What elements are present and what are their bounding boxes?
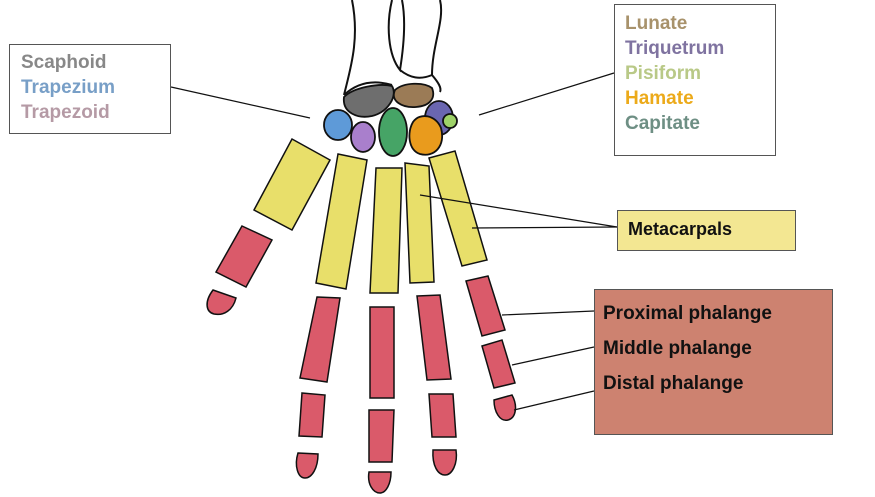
metacarpal-4 bbox=[405, 163, 434, 283]
leader-line-right-box bbox=[479, 73, 614, 115]
metacarpal-2 bbox=[316, 154, 367, 289]
carpal-trapezium bbox=[324, 110, 352, 140]
leader-line-left-box bbox=[171, 87, 310, 118]
little-proximal-phalanx bbox=[466, 276, 505, 336]
middle-proximal-phalanx bbox=[370, 307, 394, 398]
leader-line-metacarpals-lower bbox=[472, 227, 617, 228]
middle-middle-phalanx bbox=[369, 410, 394, 462]
metacarpals-label-box: Metacarpals bbox=[617, 210, 796, 251]
radius-outline bbox=[344, 0, 441, 95]
ring-middle-phalanx bbox=[429, 394, 456, 437]
carpal-hamate bbox=[409, 116, 442, 155]
label-lunate: Lunate bbox=[625, 11, 775, 36]
leader-line-proximal bbox=[502, 311, 594, 315]
label-capitate: Capitate bbox=[625, 111, 775, 136]
carpal-capitate bbox=[379, 108, 407, 156]
ring-proximal-phalanx bbox=[417, 295, 451, 380]
index-distal-phalanx bbox=[296, 453, 318, 478]
leader-line-distal bbox=[514, 391, 594, 410]
carpal-trapezoid bbox=[351, 122, 375, 152]
label-distal-phalange: Distal phalange bbox=[603, 366, 832, 401]
index-proximal-phalanx bbox=[300, 297, 340, 382]
phalanx-bones bbox=[207, 226, 515, 493]
forearm-bones bbox=[344, 0, 441, 95]
label-hamate: Hamate bbox=[625, 86, 775, 111]
little-distal-phalanx bbox=[494, 395, 515, 420]
label-proximal-phalange: Proximal phalange bbox=[603, 296, 832, 331]
carpal-label-box-left: Scaphoid Trapezium Trapezoid bbox=[9, 44, 171, 134]
index-middle-phalanx bbox=[299, 393, 325, 437]
metacarpal-1 bbox=[254, 139, 330, 230]
thumb-proximal-phalanx bbox=[216, 226, 272, 287]
label-pisiform: Pisiform bbox=[625, 61, 775, 86]
metacarpal-bones bbox=[254, 139, 487, 293]
little-middle-phalanx bbox=[482, 340, 515, 388]
carpal-lunate bbox=[394, 84, 433, 107]
label-triquetrum: Triquetrum bbox=[625, 36, 775, 61]
metacarpal-3 bbox=[370, 168, 402, 293]
metacarpal-5 bbox=[429, 151, 487, 266]
ring-distal-phalanx bbox=[433, 450, 456, 475]
label-trapezoid: Trapezoid bbox=[21, 100, 170, 125]
middle-distal-phalanx bbox=[369, 472, 391, 493]
phalanges-label-box: Proximal phalange Middle phalange Distal… bbox=[594, 289, 833, 435]
leader-line-middle bbox=[512, 347, 594, 365]
label-scaphoid: Scaphoid bbox=[21, 50, 170, 75]
carpal-label-box-right: Lunate Triquetrum Pisiform Hamate Capita… bbox=[614, 4, 776, 156]
label-trapezium: Trapezium bbox=[21, 75, 170, 100]
thumb-distal-phalanx bbox=[207, 290, 236, 314]
label-middle-phalange: Middle phalange bbox=[603, 331, 832, 366]
carpal-pisiform bbox=[443, 114, 457, 128]
label-metacarpals: Metacarpals bbox=[628, 219, 732, 239]
